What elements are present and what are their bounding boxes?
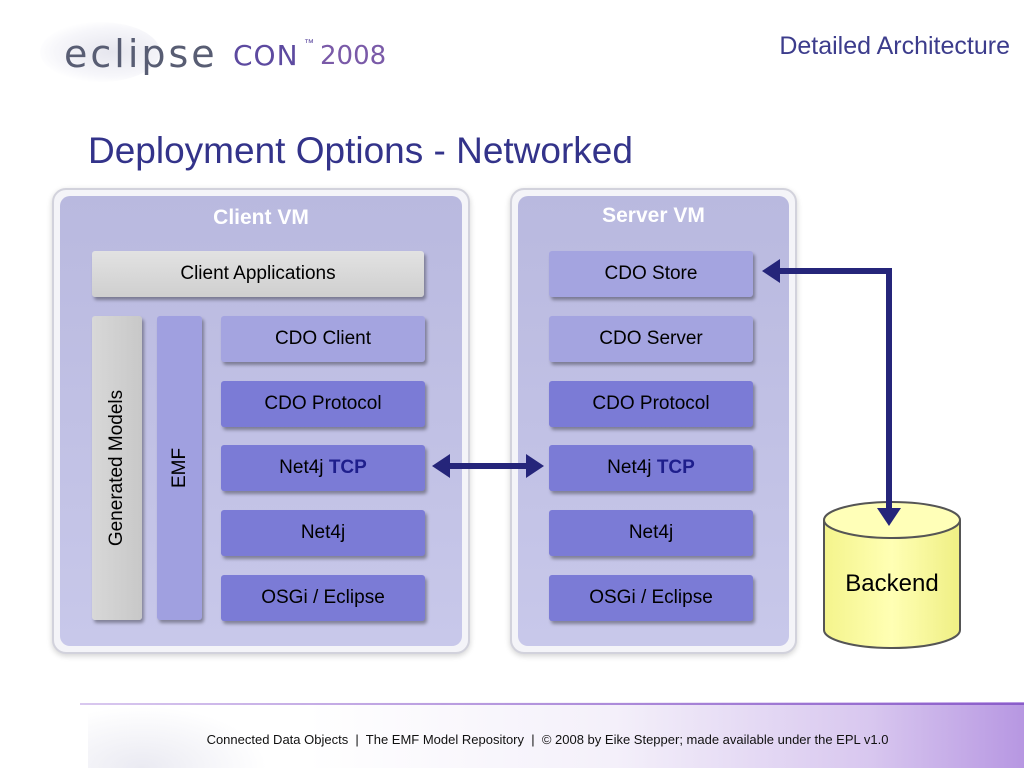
- server-cdo-server-box: CDO Server: [549, 316, 753, 362]
- client-cdo-client-box: CDO Client: [221, 316, 425, 362]
- footer-swoosh: [88, 706, 268, 768]
- server-net4j-box: Net4j: [549, 510, 753, 556]
- tcp-double-arrow: [432, 454, 544, 478]
- client-net4j-tcp-prefix: Net4j: [279, 457, 324, 478]
- store-backend-arrow: [762, 259, 901, 526]
- slide-title: Deployment Options - Networked: [88, 130, 633, 171]
- client-cdo-protocol-box: CDO Protocol: [221, 381, 425, 427]
- logo-eclipse-text: eclipse: [64, 32, 218, 76]
- footer-text: Connected Data Objects | The EMF Model R…: [206, 732, 889, 747]
- client-net4j-box: Net4j: [221, 510, 425, 556]
- logo-trademark: ™: [304, 38, 314, 49]
- server-cdo-protocol-box: CDO Protocol: [549, 381, 753, 427]
- eclipsecon-logo: eclipse CON ™ 2008: [40, 22, 386, 92]
- logo-year: 2008: [320, 41, 387, 71]
- emf-box: EMF: [157, 316, 202, 620]
- client-osgi-eclipse-box: OSGi / Eclipse: [221, 575, 425, 621]
- server-osgi-eclipse-box: OSGi / Eclipse: [549, 575, 753, 621]
- logo-halo: [40, 22, 160, 82]
- logo-con-text: CON: [233, 39, 299, 72]
- server-net4j-tcp-box: Net4j TCP: [549, 445, 753, 491]
- server-net4j-tcp-prefix: Net4j: [607, 457, 652, 478]
- client-tcp-label: TCP: [328, 457, 367, 478]
- backend-label: Backend: [845, 570, 939, 597]
- server-cdo-store-box: CDO Store: [549, 251, 753, 297]
- section-title: Detailed Architecture: [779, 32, 1010, 60]
- server-tcp-label: TCP: [656, 457, 695, 478]
- generated-models-box: Generated Models: [92, 316, 142, 620]
- client-applications-box: Client Applications: [92, 251, 424, 297]
- client-vm-title: Client VM: [213, 206, 309, 229]
- footer-divider: [80, 703, 1024, 705]
- client-net4j-tcp-box: Net4j TCP: [221, 445, 425, 491]
- server-vm-title: Server VM: [602, 204, 705, 227]
